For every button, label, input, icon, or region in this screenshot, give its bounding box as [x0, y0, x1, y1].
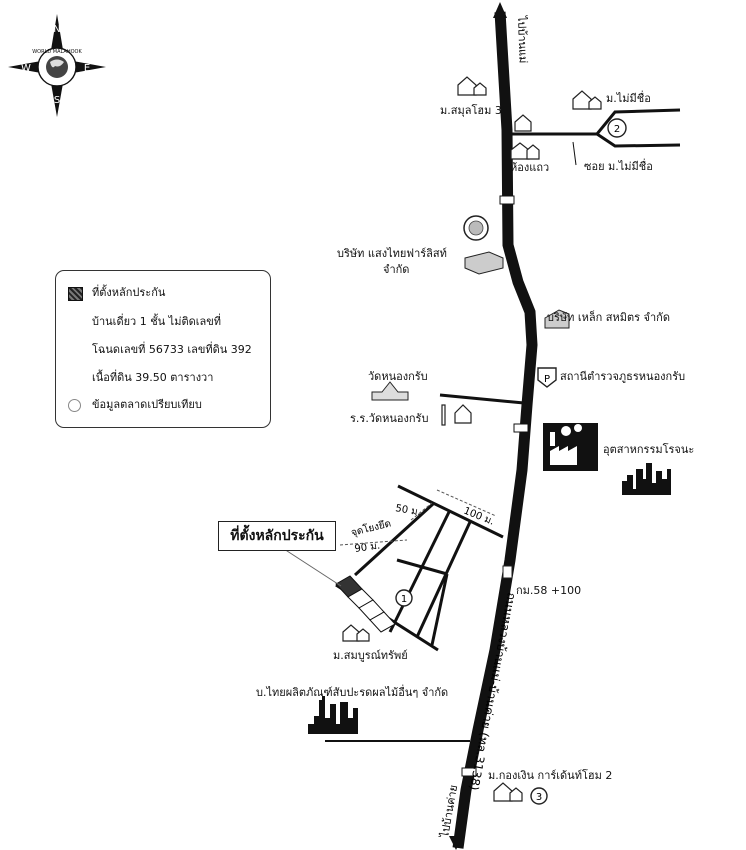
svg-text:E: E [84, 63, 90, 74]
svg-text:จุดโยงยึด: จุดโยงยึด [350, 516, 393, 538]
legend-title: ที่ตั้งหลักประกัน [92, 286, 166, 299]
collateral-plot [335, 575, 396, 633]
comparison-circle-icon [68, 399, 81, 412]
skyline-right [622, 463, 671, 495]
industrial-icon [543, 423, 598, 471]
svg-text:P: P [544, 374, 550, 385]
village-unnamed-label: ม.ไม่มีชื่อ [606, 92, 651, 105]
industrial-label: อุตสาหกรรมโรจนะ [603, 443, 695, 456]
marker-2: 2 [607, 118, 627, 138]
svg-text:90 ม.: 90 ม. [354, 541, 381, 555]
legend-line-3: เนื้อที่ดิน 39.50 ตารางวา [92, 371, 214, 384]
temple-road [439, 393, 525, 405]
svg-text:3: 3 [536, 792, 542, 803]
steel-company-label: บริษัท เหล็ก สหมิตร จำกัด [547, 311, 670, 324]
village-3-label: ม.สมุลโฮม 3 [440, 104, 502, 117]
police-label: สถานีตำรวจภูธรหนองกรับ [560, 370, 686, 383]
skyline-left [308, 696, 358, 734]
legend-box: ที่ตั้งหลักประกัน บ้านเดี่ยว 1 ชั้น ไม่ต… [55, 270, 271, 428]
marker-1: 1 [395, 589, 413, 607]
temple-icon [371, 381, 409, 401]
legend-line-1: บ้านเดี่ยว 1 ชั้น ไม่ติดเลขที่ [92, 315, 222, 328]
svg-text:1: 1 [401, 594, 407, 605]
factory-icons [464, 251, 570, 329]
road-break-marks [461, 195, 529, 777]
collateral-callout: ที่ตั้งหลักประกัน [218, 521, 336, 551]
shophouse-label: ห้องแถว [510, 161, 550, 174]
km-marker-label: กม.58 +100 [516, 584, 582, 597]
village-golden-label: ม.กองเงิน การ์เด้นท์โฮม 2 [488, 769, 613, 782]
svg-text:W: W [21, 63, 31, 74]
svg-text:WORLD MALAHOOK: WORLD MALAHOOK [32, 49, 82, 55]
km-post-icon [502, 565, 513, 579]
legend-line-2: โฉนดเลขที่ 56733 เลขที่ดิน 392 [92, 343, 252, 356]
soi-label: ซอย ม.ไม่มีชื่อ [584, 160, 653, 173]
company-label-2: จำกัด [383, 263, 410, 276]
south-arrow [449, 836, 463, 850]
house-icons [342, 76, 602, 802]
school-label: ร.ร.วัดหนองกรับ [350, 412, 429, 425]
svg-text:N: N [53, 24, 60, 35]
svg-text:S: S [54, 95, 60, 106]
company-label-1: บริษัท แสงไทยฟาร์ลิสท์ [337, 247, 447, 260]
police-badge: P [537, 367, 557, 388]
main-highway [452, 11, 538, 849]
temple-label: วัดหนองกรับ [368, 370, 428, 383]
collateral-swatch [68, 287, 83, 301]
legend-comparison: ข้อมูลตลาดเปรียบเทียบ [92, 398, 202, 411]
svg-text:2: 2 [614, 124, 620, 135]
marker-3: 3 [530, 787, 548, 805]
fruit-company-label: บ.ไทยผลิตภัณฑ์สับปะรดผลไม้อื่นๆ จำกัด [256, 686, 449, 699]
north-arrow [493, 2, 507, 18]
soi-road [510, 108, 681, 148]
village-samboon-label: ม.สมบูรณ์ทรัพย์ [333, 649, 408, 662]
compass-rose [8, 14, 106, 117]
svg-text:50 ม.: 50 ม. [394, 503, 421, 518]
highway-name-label: ถนนหลวงบ้านแม่-บ้านค่าย (ทล.3138) [467, 591, 519, 791]
top-destination-label: ไปบ้านแม่ [515, 15, 530, 64]
distance-lines [339, 489, 497, 546]
